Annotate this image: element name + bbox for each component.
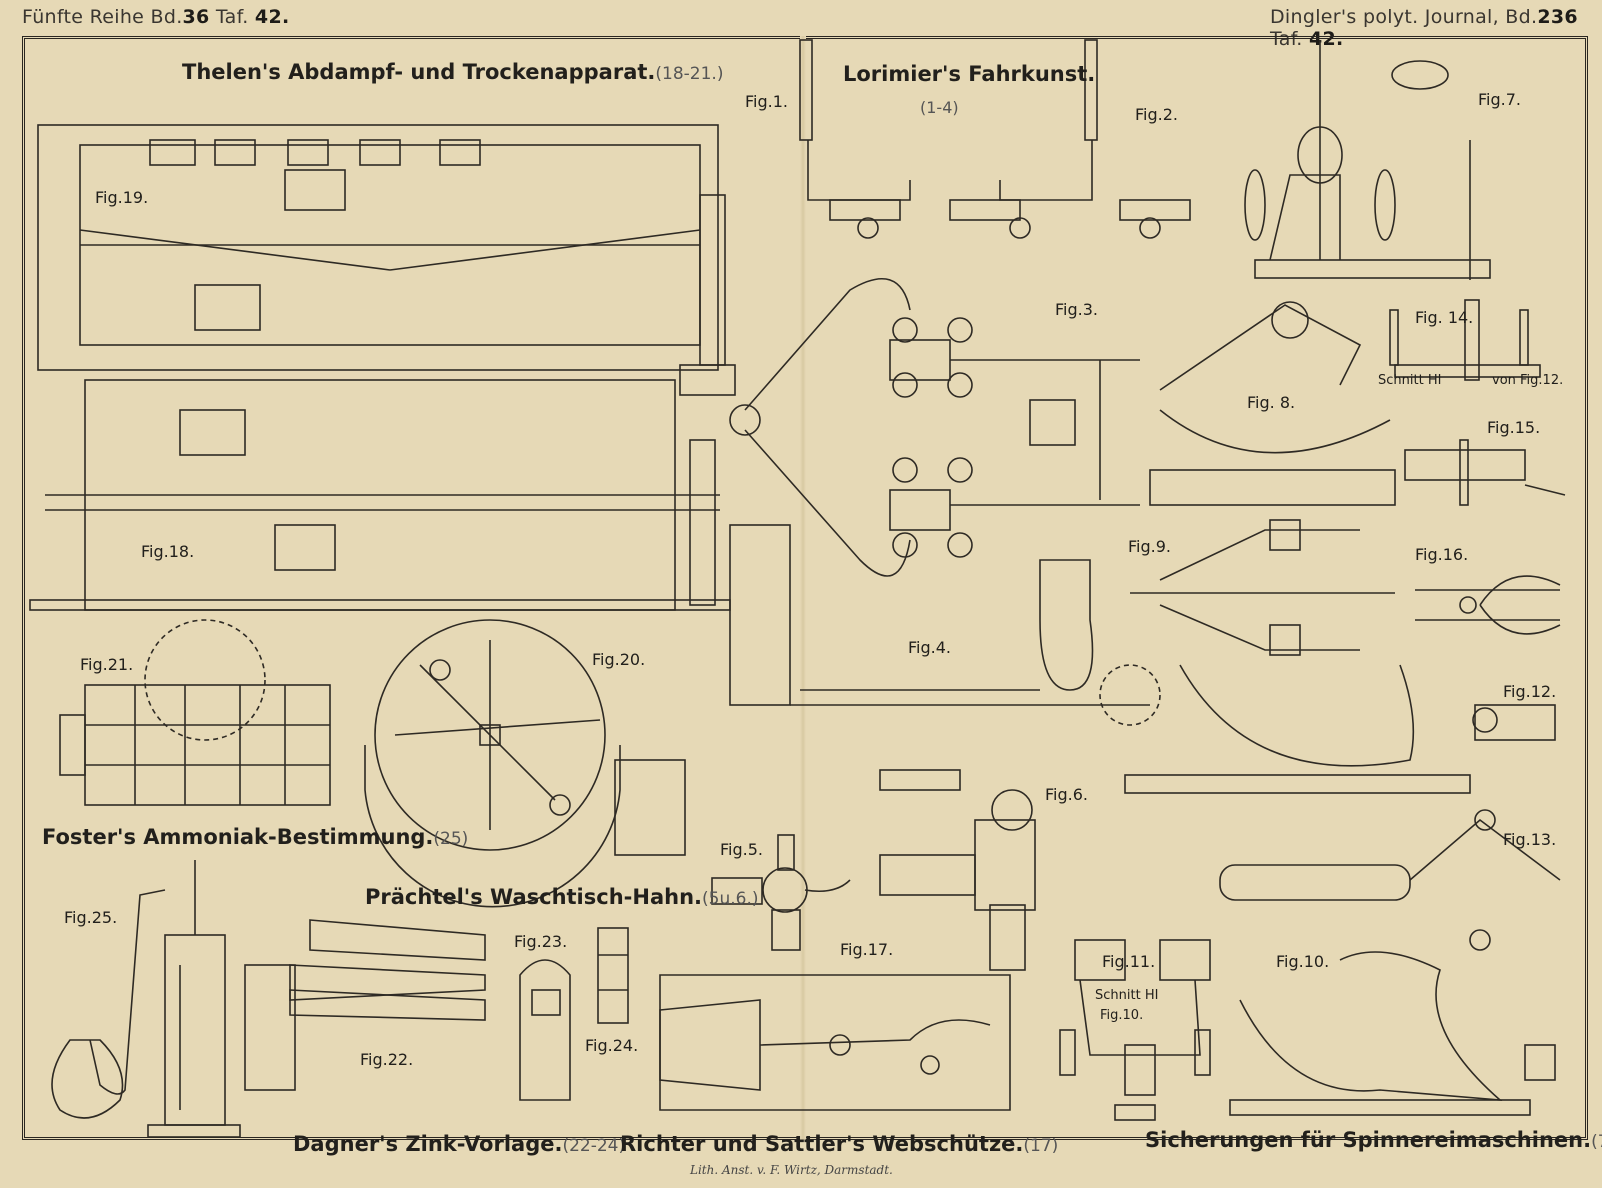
title-foster: Foster's Ammoniak-Bestimmung.(25) — [42, 825, 469, 849]
caption-fig10-ref: Fig.10. — [1100, 1008, 1144, 1023]
fig12-drawing — [1124, 664, 1556, 794]
title-sicherungen: Sicherungen für Spinnereimaschinen.(7-16… — [1145, 1128, 1602, 1152]
fig24-drawing — [597, 927, 629, 1024]
title-thelen: Thelen's Abdampf- und Trockenapparat.(18… — [182, 60, 724, 84]
fig1-fig2-drawing — [799, 39, 1191, 239]
fig-label: Fig.1. — [745, 92, 788, 111]
title-richter: Richter und Sattler's Webschütze.(17) — [620, 1132, 1059, 1156]
fig7-drawing — [1244, 40, 1491, 280]
fig14-drawing — [1389, 299, 1541, 381]
fig15-drawing — [1404, 439, 1566, 506]
caption-schnitt-11: Schnitt HI — [1095, 988, 1159, 1003]
fig-label: Fig.9. — [1128, 537, 1171, 556]
fig-label: Fig.6. — [1045, 785, 1088, 804]
title-lorimier-ref: (1-4) — [920, 98, 959, 117]
fig3-drawing — [729, 278, 1140, 577]
fig6-drawing — [879, 769, 1036, 971]
fig-label: Fig.4. — [908, 638, 951, 657]
page-fold — [800, 36, 806, 1140]
fig13-drawing — [1219, 809, 1561, 951]
fig-label: Fig.15. — [1487, 418, 1541, 437]
fig16-drawing — [1415, 575, 1561, 635]
fig19-drawing — [37, 124, 736, 396]
fig-label: Fig.25. — [64, 908, 118, 927]
fig-label: Fig.22. — [360, 1050, 414, 1069]
fig10-drawing — [1229, 951, 1556, 1116]
fig18-drawing — [29, 379, 731, 611]
fig-label: Fig. 8. — [1247, 393, 1296, 412]
fig-label: Fig.2. — [1135, 105, 1178, 124]
fig11-drawing — [1059, 939, 1211, 1121]
fig-label: Fig.18. — [141, 542, 195, 561]
plate-series-header: Fünfte Reihe Bd.36 Taf. 42. — [22, 6, 290, 28]
fig23-drawing — [519, 959, 571, 1101]
fig-label: Fig.21. — [80, 655, 134, 674]
title-dagner: Dagner's Zink-Vorlage.(22-24) — [293, 1132, 626, 1156]
fig22-drawing — [244, 919, 486, 1091]
fig-label: Fig.16. — [1415, 545, 1469, 564]
fig17-drawing — [659, 974, 1011, 1111]
fig-label: Fig. 14. — [1415, 308, 1474, 327]
title-lorimier: Lorimier's Fahrkunst. — [843, 62, 1096, 86]
fig-label: Fig.3. — [1055, 300, 1098, 319]
title-praechtel: Prächtel's Waschtisch-Hahn.(5u.6.) — [365, 885, 759, 909]
fig-label: Fig.12. — [1503, 682, 1557, 701]
fig-label: Fig.17. — [840, 940, 894, 959]
caption-von-fig12: von Fig.12. — [1492, 373, 1564, 388]
fig-label: Fig.20. — [592, 650, 646, 669]
fig21-drawing — [59, 619, 331, 806]
fig4-drawing — [729, 524, 1161, 726]
fig-label: Fig.5. — [720, 840, 763, 859]
fig20-drawing — [364, 619, 686, 908]
fig-label: Fig.11. — [1102, 952, 1156, 971]
fig8-drawing — [1149, 301, 1396, 506]
fig-label: Fig.7. — [1478, 90, 1521, 109]
fig-label: Fig.13. — [1503, 830, 1557, 849]
caption-schnitt-14: Schnitt HI — [1378, 373, 1442, 388]
lithographer-credit: Lith. Anst. v. F. Wirtz, Darmstadt. — [690, 1163, 893, 1177]
journal-header: Dingler's polyt. Journal, Bd.236 Taf. 42… — [1270, 6, 1578, 50]
fig5-drawing — [711, 834, 851, 951]
fig25-drawing — [51, 860, 241, 1138]
fig-label: Fig.10. — [1276, 952, 1330, 971]
fig-label: Fig.24. — [585, 1036, 639, 1055]
fig9-drawing — [1130, 519, 1395, 656]
fig-label: Fig.19. — [95, 188, 149, 207]
fig-label: Fig.23. — [514, 932, 568, 951]
